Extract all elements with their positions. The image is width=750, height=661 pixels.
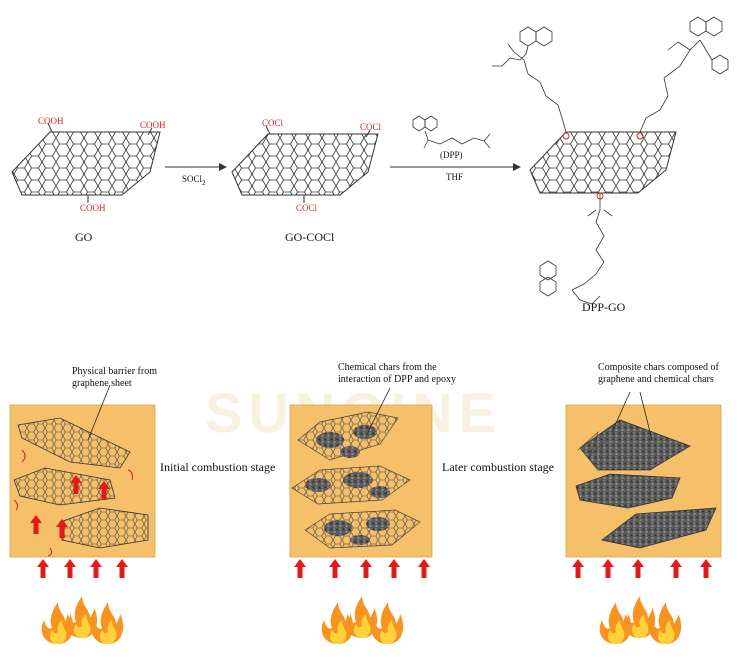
dpp-grafted-chains [492, 16, 729, 305]
flame-icon [41, 596, 682, 644]
pointer-line [87, 384, 111, 441]
pointer-line [639, 391, 653, 441]
go-cocl-label: GO-COCl [285, 230, 335, 244]
cocl-group-label: COCl [262, 118, 284, 128]
later-stage-label: Later combustion stage [442, 460, 554, 474]
dpp-molecule-icon [412, 115, 491, 149]
graphene-sheet-icon [13, 417, 149, 549]
pointer-line [611, 391, 631, 433]
ester-linkage-marks [562, 132, 644, 200]
cooh-group-label: COOH [80, 203, 106, 213]
heat-arrow-icon [37, 559, 712, 578]
dpp-reagent-label: (DPP) [440, 150, 463, 160]
solvent-label: THF [446, 172, 464, 182]
cocl-group-label: COCl [360, 122, 382, 132]
dpp-go-graphene-sheet-icon [529, 131, 677, 194]
dpp-go-label: DPP-GO [582, 300, 626, 314]
char-platelet-icon [575, 419, 717, 549]
go-graphene-sheet-icon [11, 122, 161, 203]
pointer-line [367, 387, 391, 433]
socl2-label: SOCl2 [182, 174, 206, 187]
cooh-group-label: COOH [38, 116, 64, 126]
cooh-group-label: COOH [140, 120, 166, 130]
go-cocl-graphene-sheet-icon [231, 125, 379, 203]
char-platelet-icon [291, 411, 421, 549]
cocl-group-label: COCl [296, 203, 318, 213]
go-label: GO [75, 230, 93, 244]
polymer-chains [13, 449, 133, 557]
initial-stage-label: Initial combustion stage [160, 460, 276, 474]
